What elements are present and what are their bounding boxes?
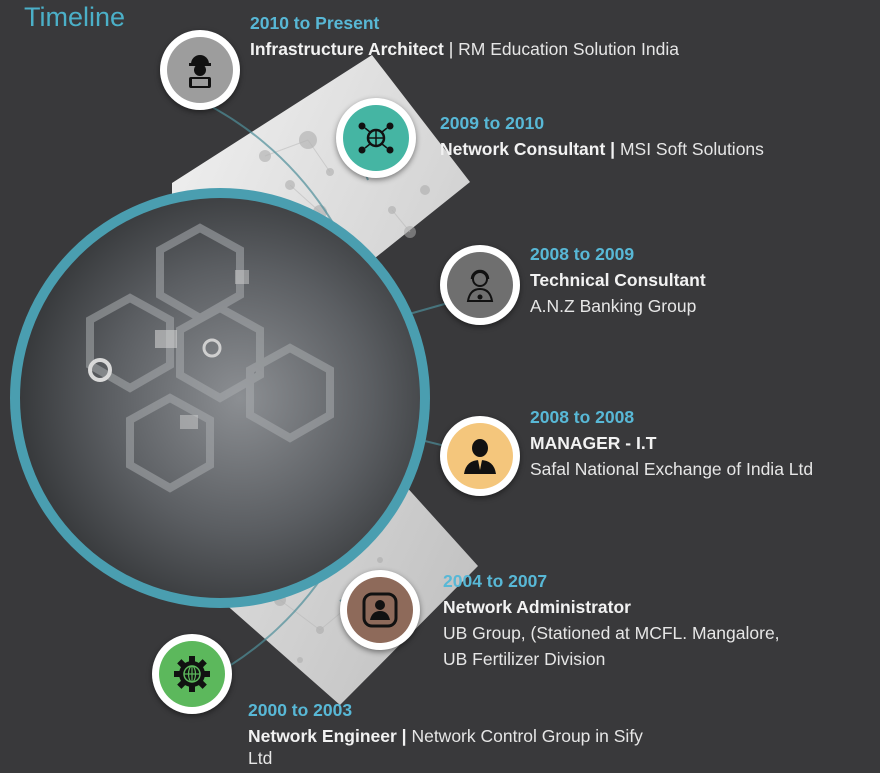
manager-person-icon xyxy=(464,439,496,474)
timeline-entry-4: 2008 to 2008 MANAGER - I.T Safal Nationa… xyxy=(530,404,813,482)
timeline-node-3 xyxy=(440,245,520,325)
entry-role: Infrastructure Architect xyxy=(250,39,444,59)
entry-organization: Safal National Exchange of India Ltd xyxy=(530,459,814,479)
entry-role: Network Administrator xyxy=(443,597,631,617)
construction-worker-laptop-icon xyxy=(189,55,211,88)
page-title: Timeline xyxy=(24,2,126,32)
timeline-node-2 xyxy=(336,98,416,178)
entry-organization: A.N.Z Banking Group xyxy=(530,296,697,316)
timeline-entry-1: 2010 to Present Infrastructure Architect… xyxy=(250,10,679,62)
entry-period: 2008 to 2009 xyxy=(530,244,635,264)
timeline-node-5 xyxy=(340,570,420,650)
network-globe-icon xyxy=(358,122,394,154)
entry-separator: | xyxy=(401,726,407,746)
entry-organization: UB Group, (Stationed at MCFL. Mangalore, xyxy=(443,623,780,643)
entry-organization: Network Control Group in Sify xyxy=(411,726,643,746)
entry-organization: RM Education Solution India xyxy=(458,39,679,59)
entry-role: Network Engineer xyxy=(248,726,397,746)
entry-period: 2000 to 2003 xyxy=(248,700,353,720)
entry-period: 2010 to Present xyxy=(250,13,380,33)
entry-organization: MSI Soft Solutions xyxy=(619,139,764,159)
timeline-node-4 xyxy=(440,416,520,496)
gear-globe-icon xyxy=(174,656,210,692)
entry-organization-line2: UB Fertilizer Division xyxy=(443,649,606,669)
entry-organization-line2: Ltd xyxy=(248,748,273,768)
entry-period: 2004 to 2007 xyxy=(443,571,548,591)
entry-period: 2009 to 2010 xyxy=(440,113,545,133)
user-profile-icon xyxy=(362,592,398,628)
support-headset-icon xyxy=(466,269,494,302)
entry-separator: | xyxy=(610,139,616,159)
timeline-node-6 xyxy=(152,634,232,714)
entry-role: Technical Consultant xyxy=(530,270,706,290)
timeline-entry-6: 2000 to 2003 Network Engineer | Network … xyxy=(248,697,643,771)
timeline-entry-3: 2008 to 2009 Technical Consultant A.N.Z … xyxy=(530,241,706,319)
timeline-entry-2: 2009 to 2010 Network Consultant | MSI So… xyxy=(440,110,764,162)
entry-role: MANAGER - I.T xyxy=(530,433,657,453)
timeline-node-1 xyxy=(160,30,240,110)
entry-separator: | xyxy=(448,39,454,59)
timeline-entry-5: 2004 to 2007 Network Administrator UB Gr… xyxy=(443,568,780,672)
hexagon-tech-pattern xyxy=(86,223,334,493)
entry-period: 2008 to 2008 xyxy=(530,407,635,427)
entry-role: Network Consultant xyxy=(440,139,606,159)
